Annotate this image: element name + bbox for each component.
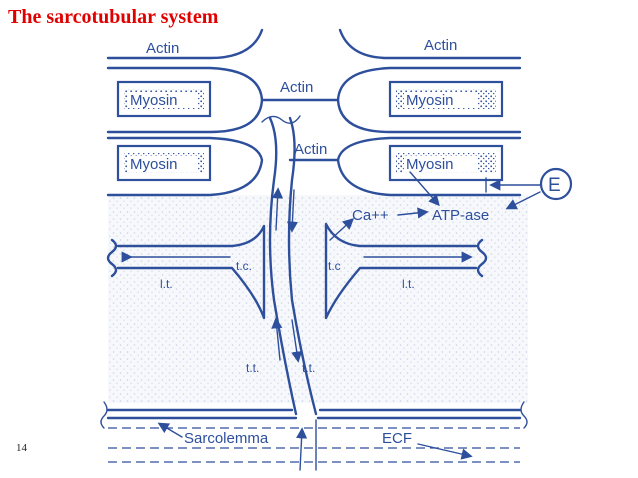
atpase-label: ATP-ase (432, 207, 489, 224)
myosin-label-bg-4 (404, 156, 478, 172)
transverse-tubule-left-wall (268, 116, 298, 416)
actin-arc-left-2 (106, 136, 264, 197)
myosin-to-atpase-arrow (409, 171, 440, 207)
cytoplasm-background (108, 195, 528, 403)
myosin-label-bg-1 (128, 92, 198, 108)
transverse-tubule-tip (261, 115, 301, 124)
longitudinal-tubule-left (116, 224, 266, 320)
lt-right-label: l.t. (402, 277, 415, 291)
tt-left-label: t.t. (246, 361, 259, 375)
tt-right-label: t.t. (302, 361, 315, 375)
sarcolemma-label-bg (182, 430, 290, 446)
actin-filament-top-left (106, 28, 264, 60)
tubule-break-right (476, 238, 488, 278)
myosin-label-bg-2 (404, 92, 478, 108)
energy-to-atpase-arrow (505, 191, 541, 210)
actin-filament-top-right (338, 28, 522, 60)
actin-top-left-label: Actin (146, 40, 179, 57)
slide-title: The sarcotubular system (8, 6, 219, 28)
myosin-label-3: Myosin (130, 156, 178, 173)
ecf-flow-arrow (417, 443, 473, 460)
actin-mid-label-2: Actin (294, 141, 327, 158)
actin-top-right-label: Actin (424, 37, 457, 54)
myosin-label-bg-3 (128, 156, 198, 172)
tubule-break-left (106, 238, 118, 278)
myosin-label-4: Myosin (406, 156, 454, 173)
tt-flow-arrow-left-2 (271, 187, 284, 231)
lt-left-label: l.t. (160, 277, 173, 291)
ecf-label: ECF (382, 430, 412, 447)
myosin-label-1: Myosin (130, 92, 178, 109)
sarcolemma-pointer-arrow (157, 422, 183, 438)
tc-right-label: t.c (328, 259, 341, 273)
tt-flow-arrow-right (286, 189, 299, 233)
tt-flow-arrow-left (271, 317, 283, 361)
calcium-release-arrow (329, 218, 355, 241)
sarcolemma-label: Sarcolemma (184, 430, 269, 447)
ecf-label-bg (380, 430, 418, 446)
transverse-tubule-right-wall (287, 116, 318, 416)
ecf-entry-arrow (295, 427, 308, 471)
myosin-label-2: Myosin (406, 92, 454, 109)
actin-mid-label-1: Actin (280, 79, 313, 96)
slide-number: 14 (16, 442, 27, 454)
longitudinal-tubule-right (324, 222, 478, 320)
ecf-dashes (108, 427, 520, 463)
calcium-to-atpase-arrow (397, 207, 429, 219)
energy-label: E (548, 175, 561, 196)
sarcolemma-break-right (520, 401, 528, 429)
actin-top-left-bg (140, 40, 186, 56)
sarcolemma-break-left (100, 401, 108, 429)
tc-left-label: t.c. (236, 259, 252, 273)
tt-flow-arrow-right-2 (291, 319, 303, 363)
calcium-label: Ca++ (352, 207, 389, 224)
energy-circle (539, 167, 573, 201)
